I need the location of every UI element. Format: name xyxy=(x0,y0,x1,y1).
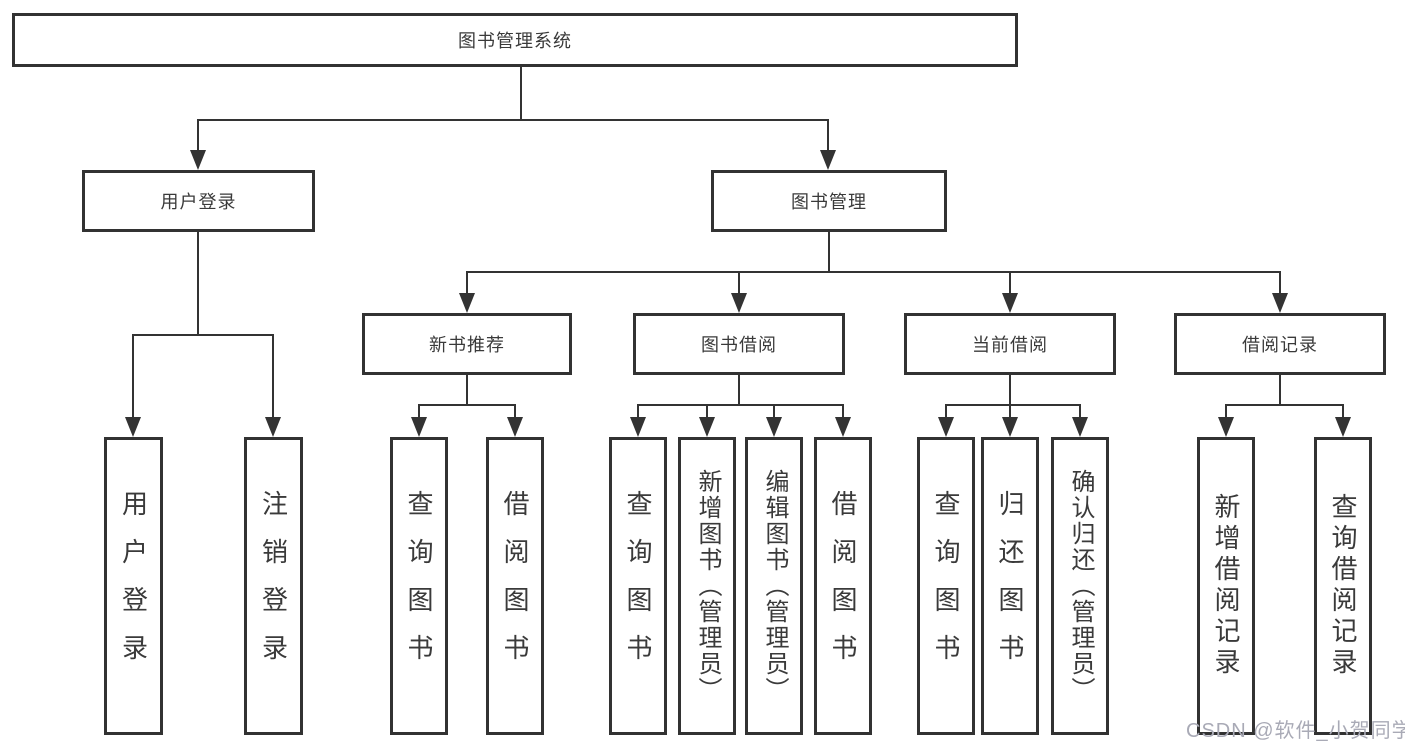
connector-line xyxy=(272,334,274,419)
connector-line xyxy=(945,404,947,419)
node-borrowing-records: 借阅记录 xyxy=(1174,313,1386,375)
arrow-down-icon xyxy=(731,293,747,313)
connector-line xyxy=(1009,271,1011,295)
leaf-borrow-books-recommend-label: 借阅图书 xyxy=(500,490,530,682)
leaf-logout-label: 注销登录 xyxy=(258,490,289,682)
arrow-down-icon xyxy=(835,417,851,437)
arrow-down-icon xyxy=(1072,417,1088,437)
node-current-borrowing: 当前借阅 xyxy=(904,313,1116,375)
leaf-query-borrow-record: 查询借阅记录 xyxy=(1314,437,1372,735)
node-root: 图书管理系统 xyxy=(12,13,1018,67)
arrow-down-icon xyxy=(699,417,715,437)
leaf-user-login-label: 用户登录 xyxy=(118,490,149,682)
connector-line xyxy=(466,375,468,406)
csdn-watermark: CSDN @软件_小贺同学 xyxy=(1186,720,1405,742)
node-user-login: 用户登录 xyxy=(82,170,315,232)
leaf-add-borrow-record: 新增借阅记录 xyxy=(1197,437,1255,735)
leaf-borrow-books: 借阅图书 xyxy=(814,437,872,735)
leaf-add-books-admin: 新增图书（管理员） xyxy=(678,437,736,735)
connector-line xyxy=(418,404,420,419)
leaf-query-books-current-label: 查询图书 xyxy=(931,490,961,682)
node-book-management: 图书管理 xyxy=(711,170,947,232)
arrow-down-icon xyxy=(1002,293,1018,313)
arrow-down-icon xyxy=(125,417,141,437)
connector-line xyxy=(133,334,274,336)
arrow-down-icon xyxy=(265,417,281,437)
connector-line xyxy=(198,119,829,121)
connector-line xyxy=(197,119,199,152)
arrow-down-icon xyxy=(459,293,475,313)
connector-line xyxy=(842,404,844,419)
arrow-down-icon xyxy=(190,150,206,170)
node-user-login-label: 用户登录 xyxy=(160,192,237,212)
leaf-confirm-return-admin-label: 确认归还（管理员） xyxy=(1067,469,1094,703)
leaf-query-borrow-record-label: 查询借阅记录 xyxy=(1328,493,1358,679)
leaf-return-books-label: 归还图书 xyxy=(995,490,1025,682)
leaf-return-books: 归还图书 xyxy=(981,437,1039,735)
arrow-down-icon xyxy=(1272,293,1288,313)
leaf-borrow-books-recommend: 借阅图书 xyxy=(486,437,544,735)
arrow-down-icon xyxy=(820,150,836,170)
connector-line xyxy=(419,404,516,406)
connector-line xyxy=(738,271,740,295)
leaf-logout: 注销登录 xyxy=(244,437,303,735)
connector-line xyxy=(1279,375,1281,406)
arrow-down-icon xyxy=(1002,417,1018,437)
connector-line xyxy=(520,67,522,121)
connector-line xyxy=(946,404,1081,406)
connector-line xyxy=(828,232,830,273)
arrow-down-icon xyxy=(507,417,523,437)
connector-line xyxy=(738,375,740,406)
node-new-book-recommend-label: 新书推荐 xyxy=(429,335,505,355)
connector-line xyxy=(1009,404,1011,419)
connector-line xyxy=(638,404,844,406)
node-borrowing-records-label: 借阅记录 xyxy=(1242,335,1318,355)
leaf-query-books-current: 查询图书 xyxy=(917,437,975,735)
node-book-management-label: 图书管理 xyxy=(791,192,867,212)
node-book-borrowing-label: 图书借阅 xyxy=(701,335,777,355)
leaf-add-borrow-record-label: 新增借阅记录 xyxy=(1211,493,1241,679)
node-root-label: 图书管理系统 xyxy=(458,31,572,51)
connector-line xyxy=(514,404,516,419)
node-current-borrowing-label: 当前借阅 xyxy=(972,335,1048,355)
leaf-query-books-recommend: 查询图书 xyxy=(390,437,448,735)
arrow-down-icon xyxy=(766,417,782,437)
connector-line xyxy=(706,404,708,419)
connector-line xyxy=(1009,375,1011,406)
node-new-book-recommend: 新书推荐 xyxy=(362,313,572,375)
leaf-query-books-recommend-label: 查询图书 xyxy=(404,490,434,682)
connector-line xyxy=(637,404,639,419)
leaf-edit-books-admin-label: 编辑图书（管理员） xyxy=(761,469,788,703)
connector-line xyxy=(467,271,1281,273)
arrow-down-icon xyxy=(1218,417,1234,437)
leaf-query-books-borrowing: 查询图书 xyxy=(609,437,667,735)
leaf-query-books-borrowing-label: 查询图书 xyxy=(623,490,653,682)
connector-line xyxy=(1079,404,1081,419)
connector-line xyxy=(1279,271,1281,295)
arrow-down-icon xyxy=(1335,417,1351,437)
connector-line xyxy=(1225,404,1227,419)
connector-line xyxy=(132,334,134,419)
arrow-down-icon xyxy=(411,417,427,437)
leaf-confirm-return-admin: 确认归还（管理员） xyxy=(1051,437,1109,735)
leaf-user-login: 用户登录 xyxy=(104,437,163,735)
connector-line xyxy=(466,271,468,295)
arrow-down-icon xyxy=(938,417,954,437)
leaf-borrow-books-label: 借阅图书 xyxy=(828,490,858,682)
connector-line xyxy=(1342,404,1344,419)
connector-line xyxy=(827,119,829,152)
connector-line xyxy=(1226,404,1344,406)
connector-line xyxy=(773,404,775,419)
node-book-borrowing: 图书借阅 xyxy=(633,313,845,375)
connector-line xyxy=(197,232,199,336)
arrow-down-icon xyxy=(630,417,646,437)
leaf-edit-books-admin: 编辑图书（管理员） xyxy=(745,437,803,735)
leaf-add-books-admin-label: 新增图书（管理员） xyxy=(694,469,721,703)
